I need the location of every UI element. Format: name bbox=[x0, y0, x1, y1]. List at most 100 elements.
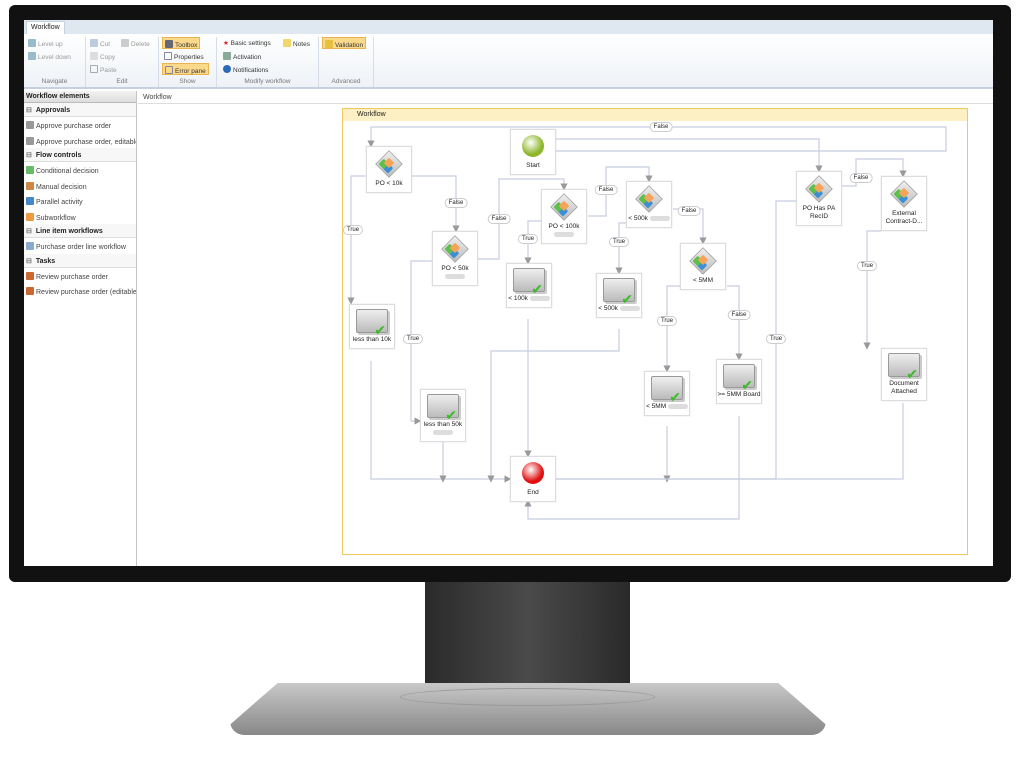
node-t50k[interactable]: less than 50k bbox=[420, 389, 466, 442]
connector[interactable] bbox=[863, 230, 881, 350]
sidebar-item[interactable]: Conditional decision bbox=[24, 162, 136, 178]
connector[interactable] bbox=[411, 175, 460, 233]
notes-button[interactable]: Notes bbox=[281, 37, 312, 49]
connector[interactable] bbox=[842, 158, 907, 187]
redacted-text bbox=[554, 231, 574, 237]
redacted-text bbox=[445, 273, 465, 279]
node-t10k[interactable]: less than 10k bbox=[349, 304, 395, 349]
category-header[interactable]: ⊟Tasks bbox=[24, 253, 136, 268]
error-pane-button[interactable]: Error pane bbox=[162, 63, 209, 75]
node-tboard[interactable]: >= 5MM Board bbox=[716, 359, 762, 404]
tab-workflow[interactable]: Workflow bbox=[26, 21, 65, 34]
approval-task-icon bbox=[723, 364, 755, 389]
element-icon bbox=[26, 271, 34, 280]
edge-label-false: False bbox=[487, 214, 511, 224]
monitor-stand-neck bbox=[425, 582, 630, 687]
redacted-text bbox=[433, 429, 453, 435]
collapse-icon[interactable]: ⊟ bbox=[26, 228, 32, 235]
collapse-icon[interactable]: ⊟ bbox=[26, 257, 32, 265]
category-header[interactable]: ⊟Approvals bbox=[24, 103, 136, 117]
connector[interactable] bbox=[370, 361, 512, 483]
redacted-text bbox=[649, 215, 670, 221]
copy-icon bbox=[90, 52, 98, 60]
element-icon bbox=[26, 212, 34, 221]
element-icon bbox=[26, 136, 34, 145]
redacted-text bbox=[667, 403, 688, 409]
connector[interactable] bbox=[524, 416, 740, 520]
end-icon bbox=[522, 462, 544, 484]
connector[interactable] bbox=[615, 222, 626, 275]
connector[interactable] bbox=[367, 126, 947, 152]
cut-button[interactable]: Cut bbox=[88, 37, 112, 49]
activation-button[interactable]: Activation bbox=[221, 50, 263, 62]
connector[interactable] bbox=[588, 166, 653, 217]
sidebar-item[interactable]: Approve purchase order bbox=[24, 117, 136, 133]
connector[interactable] bbox=[478, 178, 568, 260]
sidebar-item[interactable]: Purchase order line workflow bbox=[24, 238, 136, 254]
decision-icon bbox=[441, 235, 469, 263]
node-d5mm[interactable]: < 5MM bbox=[680, 243, 726, 290]
decision-icon bbox=[689, 247, 717, 275]
edge-label-false: False bbox=[677, 206, 701, 216]
stand-ring bbox=[400, 688, 655, 706]
connector[interactable] bbox=[663, 285, 680, 373]
toolbox-icon bbox=[165, 40, 173, 48]
node-t5mm[interactable]: < 5MM bbox=[644, 371, 690, 416]
node-end[interactable]: End bbox=[510, 456, 556, 502]
notes-icon bbox=[283, 39, 291, 47]
edge-label-true: True bbox=[765, 334, 787, 344]
element-icon bbox=[26, 197, 34, 205]
connector[interactable] bbox=[544, 403, 904, 483]
level-down-button[interactable]: Level down bbox=[26, 50, 73, 62]
connector[interactable] bbox=[347, 175, 366, 305]
connector[interactable] bbox=[487, 329, 620, 483]
start-icon bbox=[522, 135, 544, 157]
properties-button[interactable]: Properties bbox=[162, 50, 206, 62]
toolbox-button[interactable]: Toolbox bbox=[162, 37, 201, 49]
group-navigate: Level up Level down Navigate bbox=[24, 37, 86, 87]
connector[interactable] bbox=[524, 220, 541, 265]
edge-label-false: False bbox=[849, 173, 873, 183]
node-dext[interactable]: External Contract-D... bbox=[881, 176, 927, 231]
node-tdoc[interactable]: Document Attached bbox=[881, 348, 927, 401]
sidebar-item[interactable]: Review purchase order bbox=[24, 268, 136, 284]
node-dpa[interactable]: PO Has PA RecID bbox=[796, 171, 842, 226]
sidebar-item[interactable]: Review purchase order (editable) bbox=[24, 283, 136, 299]
basic-settings-button[interactable]: ★ Basic settings bbox=[223, 40, 271, 47]
node-d50k[interactable]: PO < 50k bbox=[432, 231, 478, 286]
error-pane-icon bbox=[165, 66, 173, 74]
sidebar-item[interactable]: Parallel activity bbox=[24, 193, 136, 209]
activation-icon bbox=[223, 52, 231, 60]
sidebar-item[interactable]: Approve purchase order, editable bbox=[24, 133, 136, 149]
level-up-button[interactable]: Level up bbox=[26, 37, 65, 49]
collapse-icon[interactable]: ⊟ bbox=[26, 152, 32, 159]
node-start[interactable]: Start bbox=[510, 129, 556, 175]
level-down-icon bbox=[28, 52, 36, 60]
category-header[interactable]: ⊟Flow controls bbox=[24, 148, 136, 162]
validation-icon bbox=[325, 40, 333, 48]
node-t100k[interactable]: < 100k bbox=[506, 263, 552, 308]
category-header[interactable]: ⊟Line item workflows bbox=[24, 224, 136, 238]
node-t500k[interactable]: < 500k bbox=[596, 273, 642, 318]
paste-button[interactable]: Paste bbox=[88, 63, 119, 75]
sidebar-item[interactable]: Subworkflow bbox=[24, 209, 136, 225]
connector[interactable] bbox=[727, 285, 743, 361]
node-d500k[interactable]: < 500k bbox=[626, 181, 672, 228]
notifications-button[interactable]: Notifications bbox=[221, 63, 270, 75]
canvas-title: Workflow bbox=[357, 111, 386, 118]
copy-button[interactable]: Copy bbox=[88, 50, 117, 62]
sidebar-item[interactable]: Manual decision bbox=[24, 178, 136, 194]
validation-button[interactable]: Validation bbox=[322, 37, 367, 49]
node-d100k[interactable]: PO < 100k bbox=[541, 189, 587, 244]
group-advanced: Validation Advanced bbox=[319, 37, 374, 87]
decision-icon bbox=[805, 175, 833, 203]
connector[interactable] bbox=[546, 138, 823, 173]
element-icon bbox=[26, 287, 34, 295]
edge-label-false: False bbox=[649, 122, 673, 132]
decision-icon bbox=[550, 193, 578, 221]
collapse-icon[interactable]: ⊟ bbox=[26, 107, 32, 114]
node-d10k[interactable]: PO < 10k bbox=[366, 146, 412, 193]
delete-button[interactable]: Delete bbox=[119, 37, 152, 49]
